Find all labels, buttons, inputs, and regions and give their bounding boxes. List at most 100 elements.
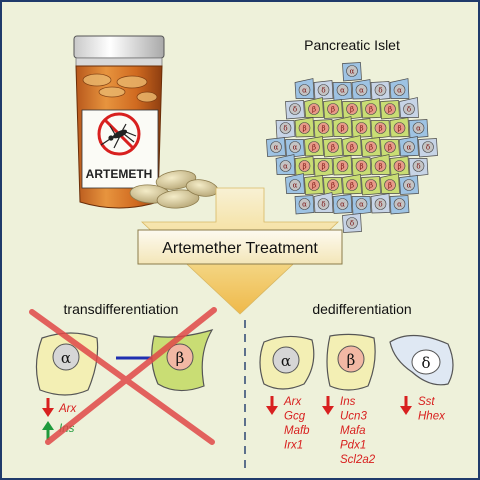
islet-cell-symbol: δ bbox=[283, 125, 287, 133]
islet-cell-symbol: β bbox=[350, 144, 354, 152]
islet-nucleus bbox=[298, 160, 311, 172]
islet-nucleus bbox=[393, 122, 406, 134]
islet-alpha-cell: α bbox=[266, 137, 286, 157]
left-beta-symbol: β bbox=[176, 349, 185, 367]
islet-alpha-cell: α bbox=[332, 82, 353, 101]
islet-nucleus bbox=[384, 141, 396, 153]
islet-cell-symbol: α bbox=[359, 201, 364, 209]
islet-cell-symbol: β bbox=[302, 163, 306, 171]
islet-beta-cell: β bbox=[380, 173, 400, 194]
right-gene-0-2: Mafb bbox=[284, 425, 310, 437]
right-down-arrow-2 bbox=[400, 396, 412, 415]
islet-cell-symbol: β bbox=[350, 182, 354, 190]
islet-cell-symbol: β bbox=[397, 163, 401, 171]
islet-alpha-cell: α bbox=[285, 173, 305, 194]
islet-cell-symbol: δ bbox=[293, 106, 297, 114]
islet-cell-symbol: β bbox=[378, 125, 382, 133]
islet-nucleus bbox=[346, 141, 358, 153]
islet-cell-symbol: α bbox=[397, 87, 402, 95]
right-beta-symbol: β bbox=[347, 351, 356, 369]
right-alpha-symbol: α bbox=[281, 352, 291, 370]
islet-cell-symbol: δ bbox=[321, 201, 325, 209]
islet-nucleus bbox=[346, 103, 358, 115]
islet-nucleus bbox=[327, 103, 339, 115]
right-gene-0-0: Arx bbox=[283, 396, 303, 408]
islet-cell-symbol: δ bbox=[350, 220, 354, 228]
islet-cell-symbol: β bbox=[350, 106, 354, 114]
islet-cell-symbol: β bbox=[397, 125, 401, 133]
bottle-label: ARTEMETH bbox=[86, 167, 153, 181]
islet-cell-symbol: α bbox=[407, 182, 412, 190]
islet-cell-symbol: β bbox=[321, 125, 325, 133]
islet-delta-cell: δ bbox=[370, 81, 391, 101]
islet-nucleus bbox=[384, 103, 396, 115]
islet-nucleus bbox=[308, 179, 320, 191]
islet-nucleus bbox=[336, 198, 349, 210]
left-up-arrow bbox=[42, 421, 54, 440]
islet-nucleus bbox=[403, 141, 415, 153]
islet-alpha-cell: α bbox=[399, 175, 419, 195]
islet-nucleus bbox=[355, 84, 368, 96]
islet-cell-symbol: α bbox=[350, 68, 355, 76]
islet-beta-cell: β bbox=[294, 156, 315, 176]
right-gene-1-4: Scl2a2 bbox=[340, 454, 376, 466]
islet-nucleus bbox=[336, 160, 349, 172]
islet-beta-cell: β bbox=[380, 139, 400, 158]
islet-nucleus bbox=[384, 179, 396, 191]
islet-cell-symbol: β bbox=[340, 125, 344, 133]
right-alpha-nucleus bbox=[272, 346, 300, 374]
islet-cell-symbol: α bbox=[293, 144, 298, 152]
islet-beta-cell: β bbox=[351, 118, 372, 138]
islet-alpha-cell: α bbox=[351, 79, 372, 100]
islet-nucleus bbox=[403, 103, 415, 115]
islet-cell-symbol: β bbox=[369, 182, 373, 190]
islet-cell-symbol: β bbox=[359, 163, 363, 171]
islet-beta-cell: β bbox=[323, 138, 343, 158]
islet-cell-symbol: α bbox=[274, 144, 279, 152]
islet-beta-cell: β bbox=[313, 119, 334, 139]
islet-cell-symbol: α bbox=[397, 201, 402, 209]
islet-cell-symbol: α bbox=[340, 201, 345, 209]
islet-alpha-cell: α bbox=[389, 195, 410, 215]
islet-nucleus bbox=[289, 141, 301, 153]
islet-nucleus bbox=[298, 122, 311, 134]
islet-nucleus bbox=[327, 179, 339, 191]
pill-bottle-illustration: ARTEMETH bbox=[73, 35, 219, 209]
islet-cell-symbol: α bbox=[359, 87, 364, 95]
islet-title: Pancreatic Islet bbox=[304, 37, 400, 53]
islet-nucleus bbox=[374, 84, 387, 96]
right-gene-lists: ArxGcgMafbIrx1InsUcn3MafaPdx1Scl2a2SstHh… bbox=[266, 396, 446, 466]
left-down-arrow bbox=[42, 398, 54, 417]
islet-beta-cell: β bbox=[342, 174, 362, 195]
right-down-arrow-1 bbox=[322, 396, 334, 415]
islet-beta-cell: β bbox=[294, 117, 315, 138]
dedifferentiation-title: dedifferentiation bbox=[312, 301, 411, 317]
left-gene-down-0: Arx bbox=[58, 403, 78, 415]
islet-beta-cell: β bbox=[332, 116, 353, 137]
islet-beta-cell: β bbox=[380, 100, 400, 120]
islet-cell-symbol: β bbox=[340, 163, 344, 171]
left-alpha-symbol: α bbox=[61, 349, 71, 367]
islet-nucleus bbox=[374, 160, 387, 172]
islet-cell-symbol: δ bbox=[416, 163, 420, 171]
islet-delta-cell: δ bbox=[399, 97, 419, 118]
islet-cell-symbol: α bbox=[407, 144, 412, 152]
right-gene-1-2: Mafa bbox=[340, 425, 366, 437]
islet-nucleus bbox=[298, 198, 311, 210]
right-gene-2-1: Hhex bbox=[418, 411, 446, 423]
islet-cell-symbol: β bbox=[369, 106, 373, 114]
left-beta-nucleus bbox=[166, 343, 194, 371]
transdifferentiation-title: transdifferentiation bbox=[64, 301, 179, 317]
islet-nucleus bbox=[270, 141, 282, 153]
islet-nucleus bbox=[365, 103, 377, 115]
islet-beta-cell: β bbox=[323, 177, 343, 196]
islet-nucleus bbox=[279, 160, 292, 172]
right-gene-1-0: Ins bbox=[340, 396, 356, 408]
islet-nucleus bbox=[327, 141, 339, 153]
islet-alpha-cell: α bbox=[294, 78, 315, 99]
islet-beta-cell: β bbox=[361, 137, 381, 157]
islet-nucleus bbox=[289, 103, 301, 115]
islet-nucleus bbox=[346, 179, 358, 191]
islet-delta-cell: δ bbox=[313, 80, 334, 100]
